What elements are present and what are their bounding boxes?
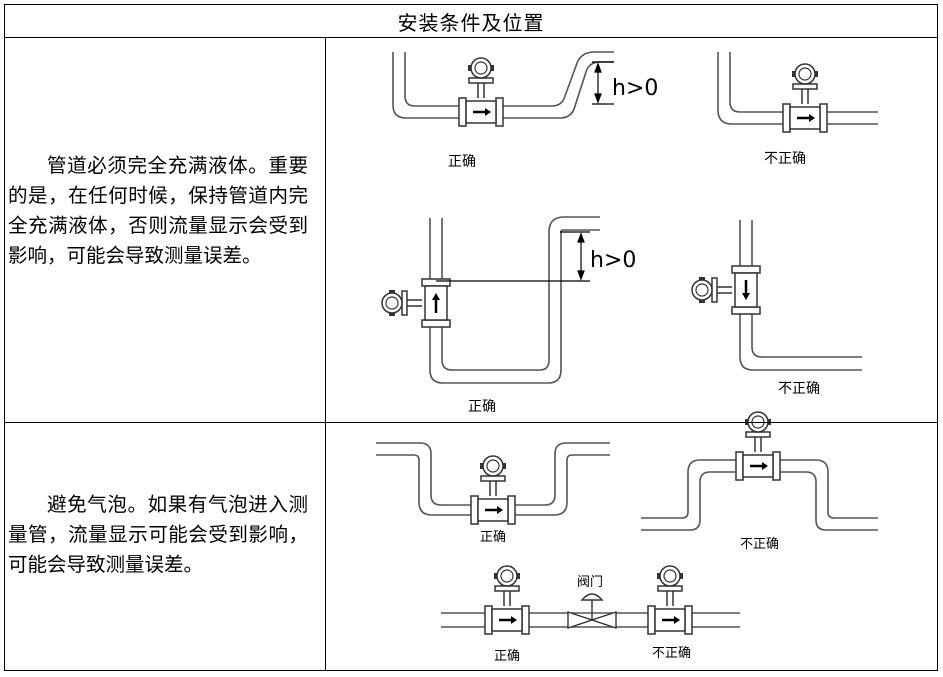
label-correct: 正确 (448, 154, 476, 170)
diagram-full-pipe-correct-2 (429, 216, 600, 384)
row-description-cell: 管道必须完全充满液体。重要的是，在任何时候，保持管道内完全充满液体，否则流量显示… (5, 38, 326, 422)
label-correct: 正确 (494, 649, 520, 664)
diagram-full-pipe-incorrect-1 (717, 52, 878, 125)
label-incorrect: 不正确 (652, 646, 691, 661)
h-dimension-2 (436, 231, 590, 282)
h-label: h>0 (590, 248, 636, 273)
label-correct: 正确 (468, 399, 496, 415)
h-dimension-1 (592, 61, 614, 105)
h-label: h>0 (612, 76, 658, 101)
row-description-cell: 避免气泡。如果有气泡进入测量管，流量显示可能会受到影响，可能会导致测量误差。 (5, 423, 326, 670)
table-title: 安装条件及位置 (5, 5, 937, 38)
label-incorrect: 不正确 (740, 537, 779, 552)
row-description: 管道必须完全充满液体。重要的是，在任何时候，保持管道内完全充满液体，否则流量显示… (8, 154, 308, 267)
installation-table: 安装条件及位置 管道必须完全充满液体。重要的是，在任何时候，保持管道内完全充满液… (4, 4, 938, 671)
label-incorrect: 不正确 (778, 381, 820, 397)
label-incorrect: 不正确 (764, 151, 806, 167)
diagram-full-pipe-correct-1 (392, 51, 614, 119)
flow-arrow-up-icon (432, 293, 440, 313)
valve-label: 阀门 (577, 575, 603, 590)
row-diagram-cell (326, 38, 937, 422)
flow-arrow-down-icon (742, 280, 750, 300)
table-row: 避免气泡。如果有气泡进入测量管，流量显示可能会受到影响，可能会导致测量误差。 (5, 423, 937, 670)
row-diagram-cell (326, 423, 937, 670)
row-description: 避免气泡。如果有气泡进入测量管，流量显示可能会受到影响，可能会导致测量误差。 (8, 493, 308, 576)
table-row: 管道必须完全充满液体。重要的是，在任何时候，保持管道内完全充满液体，否则流量显示… (5, 38, 937, 423)
diagram-full-pipe-incorrect-2 (739, 220, 862, 371)
valve-icon (567, 593, 617, 629)
label-correct: 正确 (480, 530, 506, 545)
